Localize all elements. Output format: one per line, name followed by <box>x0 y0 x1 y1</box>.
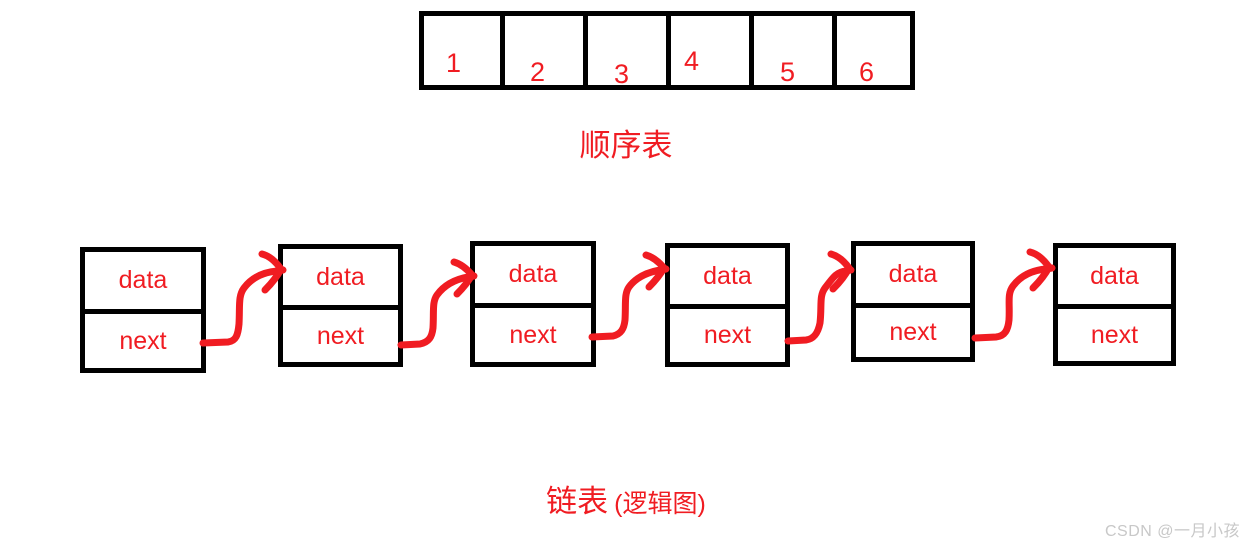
linked-list-label: 链表(逻辑图) <box>0 483 1252 520</box>
linked-list-node: data next <box>470 241 596 367</box>
sequential-list-cell-value: 3 <box>614 59 630 89</box>
linked-list-arrow <box>397 258 478 349</box>
linked-list-node: data next <box>665 243 790 367</box>
sequential-list-divider <box>583 11 588 90</box>
sequential-list-cell-value: 1 <box>446 48 462 78</box>
sequential-list-cell-value: 4 <box>684 46 700 76</box>
linked-list-node: data next <box>851 241 975 362</box>
node-data-cell: data <box>851 241 975 308</box>
sequential-list-divider <box>666 11 671 90</box>
node-data-cell: data <box>1053 243 1176 309</box>
linked-list-node: data next <box>278 244 403 367</box>
sequential-list-divider <box>749 11 754 90</box>
linked-list-label-main: 链表 <box>546 484 609 519</box>
linked-list-arrow <box>971 248 1056 342</box>
node-data-cell: data <box>470 241 596 308</box>
watermark: CSDN @一月小孩 <box>1104 523 1240 540</box>
linked-list-arrow <box>199 250 287 347</box>
linked-list-arrow <box>588 251 670 341</box>
sequential-list-table: 1 2 3 4 5 6 <box>419 11 915 90</box>
node-next-cell: next <box>278 305 403 367</box>
node-data-cell: data <box>278 244 403 310</box>
sequential-list-cell-value: 6 <box>859 57 875 87</box>
node-data-cell: data <box>665 243 790 309</box>
linked-list-arrow <box>784 250 855 345</box>
node-next-cell: next <box>851 303 975 362</box>
node-next-cell: next <box>665 304 790 367</box>
sequential-list-label: 顺序表 <box>579 128 673 163</box>
node-next-cell: next <box>1053 304 1176 366</box>
sequential-list-cell-value: 5 <box>780 57 796 87</box>
linked-list-node: data next <box>80 247 206 373</box>
node-next-cell: next <box>80 309 206 373</box>
sequential-list-divider <box>832 11 837 90</box>
linked-list-node: data next <box>1053 243 1176 366</box>
linked-list-label-sub: (逻辑图) <box>614 490 706 518</box>
sequential-list-cell-value: 2 <box>530 57 546 87</box>
sequential-list-divider <box>500 11 505 90</box>
node-data-cell: data <box>80 247 206 314</box>
node-next-cell: next <box>470 303 596 367</box>
